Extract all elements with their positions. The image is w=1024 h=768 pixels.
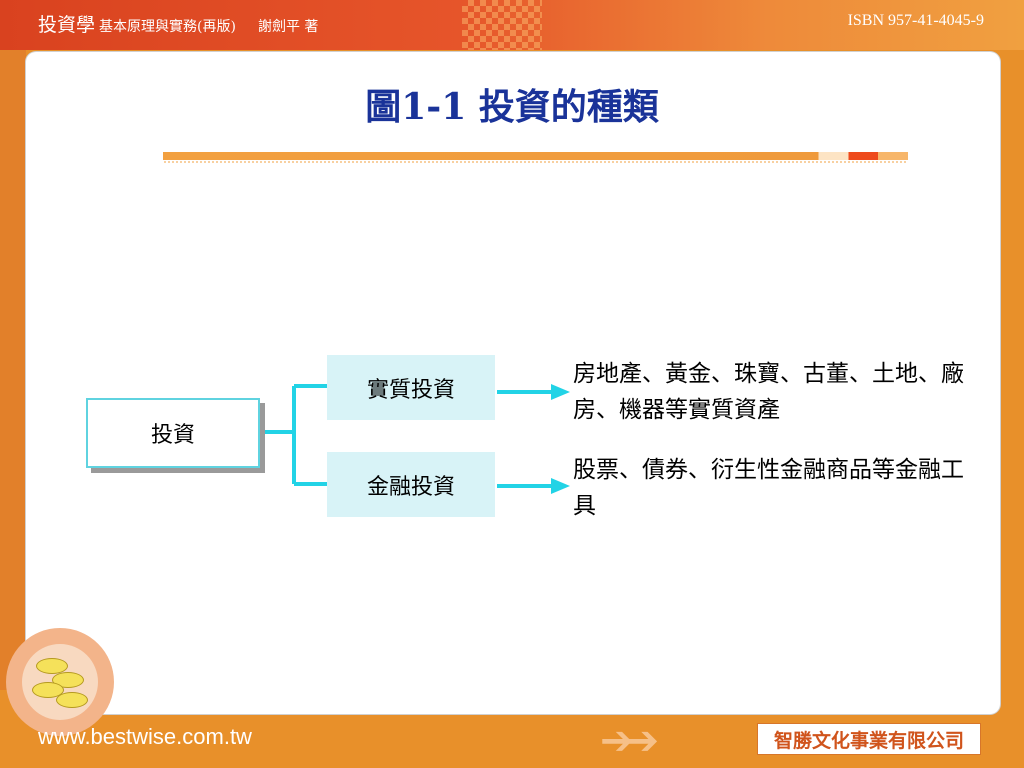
branch-node-financial: 金融投資 bbox=[327, 452, 495, 517]
publisher-name: 智勝文化事業有限公司 bbox=[773, 729, 964, 752]
book-header: 投資學基本原理與實務(再版) 謝劍平 著 bbox=[38, 10, 318, 37]
coins-logo-icon bbox=[6, 628, 114, 736]
page-title: 圖1-1 投資的種類 bbox=[365, 86, 659, 128]
title-rule-dots bbox=[163, 161, 908, 163]
title-rule bbox=[163, 152, 908, 160]
root-node-label: 投資 bbox=[150, 423, 195, 448]
coin-icon bbox=[56, 692, 88, 708]
isbn-label: ISBN 957-41-4045-9 bbox=[847, 12, 984, 29]
footer-url: www.bestwise.com.tw bbox=[38, 724, 252, 749]
book-subtitle: 基本原理與實務(再版) bbox=[99, 19, 236, 35]
left-stripe bbox=[0, 50, 26, 690]
arrow-head-real bbox=[551, 384, 570, 400]
publisher-badge: 智勝文化事業有限公司 bbox=[757, 723, 981, 755]
branch-node-label: 金融投資 bbox=[366, 474, 455, 500]
branch-description-real: 房地產、黃金、珠寶、古董、土地、廠房、機器等實質資產 bbox=[573, 361, 964, 423]
arrow-head-fin bbox=[551, 478, 570, 494]
footer-arrows-icon: ➔➔ bbox=[600, 718, 659, 764]
root-node: 投資 bbox=[86, 398, 260, 468]
header-pattern bbox=[462, 0, 542, 50]
book-author: 謝劍平 著 bbox=[257, 19, 319, 35]
branch-node-real: 實質投資 bbox=[327, 355, 495, 420]
branch-description-financial: 股票、債券、衍生性金融商品等金融工具 bbox=[573, 457, 964, 519]
book-title: 投資學 bbox=[38, 14, 96, 36]
coin-icon bbox=[36, 658, 68, 674]
coin-icon bbox=[32, 682, 64, 698]
branch-node-label: 實質投資 bbox=[366, 377, 455, 403]
header-bar bbox=[0, 0, 1024, 50]
